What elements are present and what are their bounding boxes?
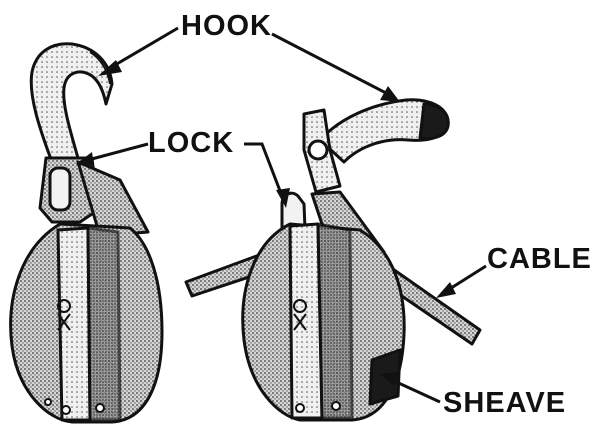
sheave-label: SHEAVE [443, 387, 566, 419]
left-lock [50, 168, 70, 210]
lock-left-leader [76, 144, 148, 166]
hook-left-leader [98, 28, 178, 76]
lock-right-leader [244, 144, 290, 208]
hook-label: HOOK [181, 10, 272, 42]
cable-leader [436, 266, 486, 298]
hook-right-leader [272, 34, 400, 102]
lock-label: LOCK [148, 127, 234, 159]
left-snatch-block [11, 44, 162, 422]
cable-label: CABLE [487, 243, 592, 275]
